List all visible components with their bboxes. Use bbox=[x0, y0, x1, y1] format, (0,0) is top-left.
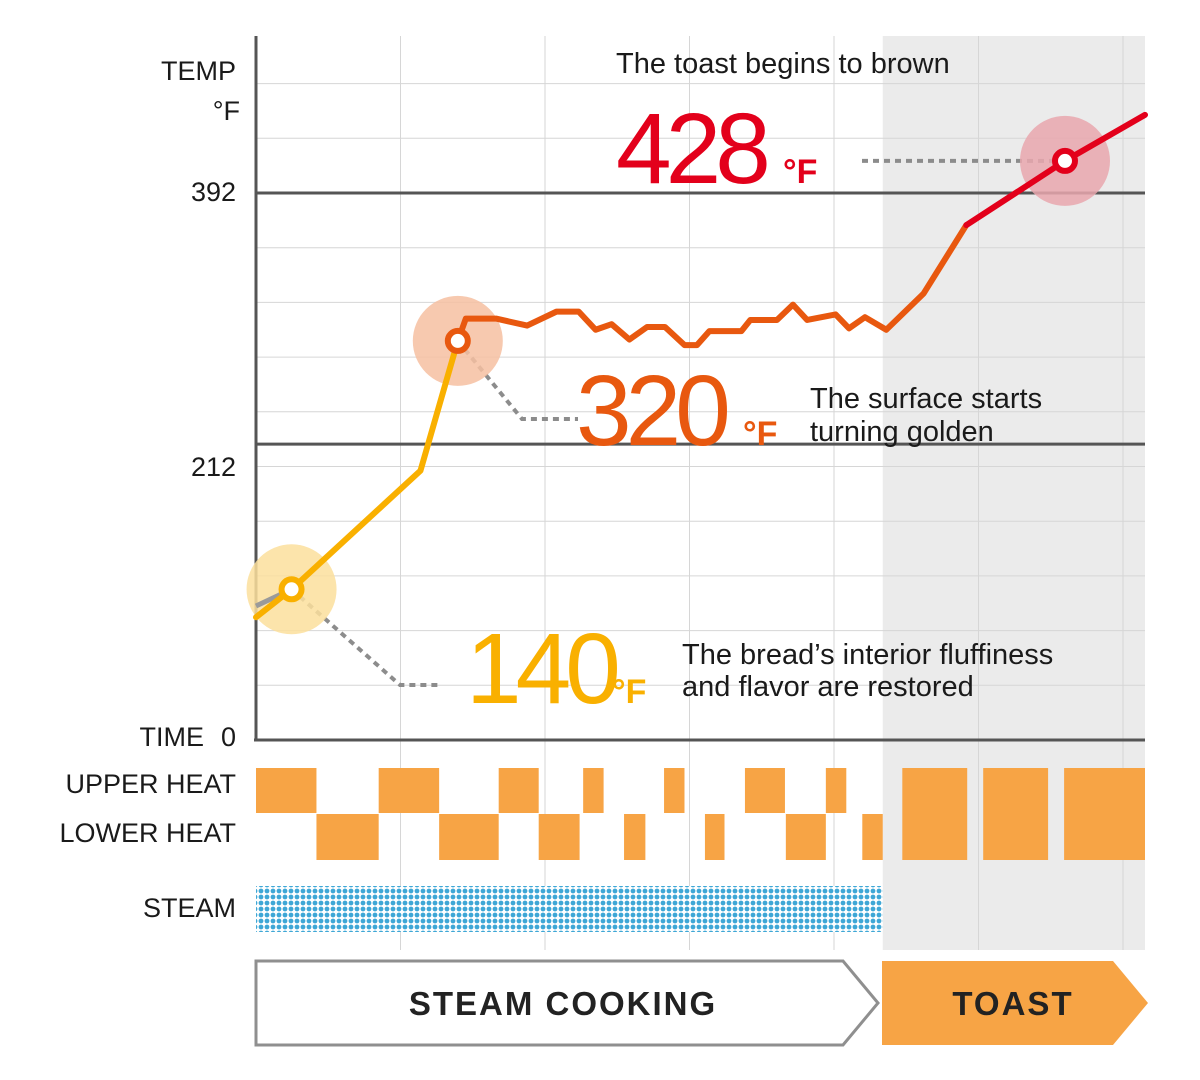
time-axis-label: TIME bbox=[140, 722, 205, 752]
toast-label: TOAST bbox=[952, 985, 1073, 1022]
temp-axis-label: TEMP bbox=[161, 56, 236, 86]
value-428: 428 bbox=[616, 93, 767, 205]
lower-heat-label: LOWER HEAT bbox=[59, 818, 236, 848]
steam-label: STEAM bbox=[143, 893, 236, 923]
lower-heat-bar bbox=[862, 814, 883, 860]
marker-428 bbox=[1051, 147, 1078, 174]
upper-heat-bar bbox=[664, 768, 685, 813]
upper-heat-bar bbox=[825, 768, 847, 813]
lower-heat-bar bbox=[704, 814, 725, 860]
y-tick-212: 212 bbox=[191, 452, 236, 482]
lower-heat-bar bbox=[624, 814, 646, 860]
upper-heat-bar bbox=[378, 768, 440, 813]
upper-heat-bar bbox=[583, 768, 604, 813]
upper-heat-bar bbox=[1064, 768, 1145, 813]
upper-heat-bar bbox=[744, 768, 785, 813]
y-tick-392: 392 bbox=[191, 177, 236, 207]
note-140-line1: The bread’s interior fluffiness bbox=[682, 639, 1053, 671]
series-1 bbox=[253, 337, 461, 621]
unit-428: °F bbox=[783, 153, 817, 191]
toast-banner bbox=[882, 961, 1148, 1045]
steam-cooking-label: STEAM COOKING bbox=[409, 985, 717, 1022]
marker-320 bbox=[444, 327, 471, 354]
note-320-line2: turning golden bbox=[810, 416, 994, 448]
zero-label: 0 bbox=[221, 722, 236, 752]
note-428: The toast begins to brown bbox=[616, 48, 950, 80]
grid-lines bbox=[254, 36, 1145, 950]
steam-cooking-banner bbox=[254, 959, 880, 1047]
lower-heat-bar bbox=[316, 814, 379, 860]
note-320-line1: The surface starts bbox=[810, 383, 1042, 415]
lower-heat-bar bbox=[1064, 813, 1145, 860]
unit-140: °F bbox=[612, 673, 646, 711]
lower-heat-bar bbox=[785, 814, 826, 860]
lower-heat-bar bbox=[902, 813, 968, 860]
lower-heat-bar bbox=[439, 814, 499, 860]
value-320: 320 bbox=[576, 355, 727, 467]
marker-140 bbox=[278, 576, 305, 603]
upper-heat-bar bbox=[498, 768, 539, 813]
steam-bar bbox=[256, 886, 883, 932]
heat-bars bbox=[256, 768, 1145, 860]
upper-heat-bar bbox=[256, 768, 317, 813]
value-140: 140 bbox=[466, 613, 617, 725]
upper-heat-bar bbox=[902, 768, 968, 813]
lower-heat-bar bbox=[538, 814, 580, 860]
note-140-line2: and flavor are restored bbox=[682, 671, 974, 703]
guide-140 bbox=[290, 587, 440, 687]
upper-heat-label: UPPER HEAT bbox=[65, 769, 236, 799]
highlight-markers bbox=[278, 147, 1078, 603]
upper-heat-bar bbox=[983, 768, 1049, 813]
unit-320: °F bbox=[743, 415, 777, 453]
steam-bars bbox=[256, 886, 883, 932]
temp-unit-label: °F bbox=[213, 96, 240, 126]
series-2 bbox=[454, 222, 970, 349]
lower-heat-bar bbox=[983, 813, 1049, 860]
